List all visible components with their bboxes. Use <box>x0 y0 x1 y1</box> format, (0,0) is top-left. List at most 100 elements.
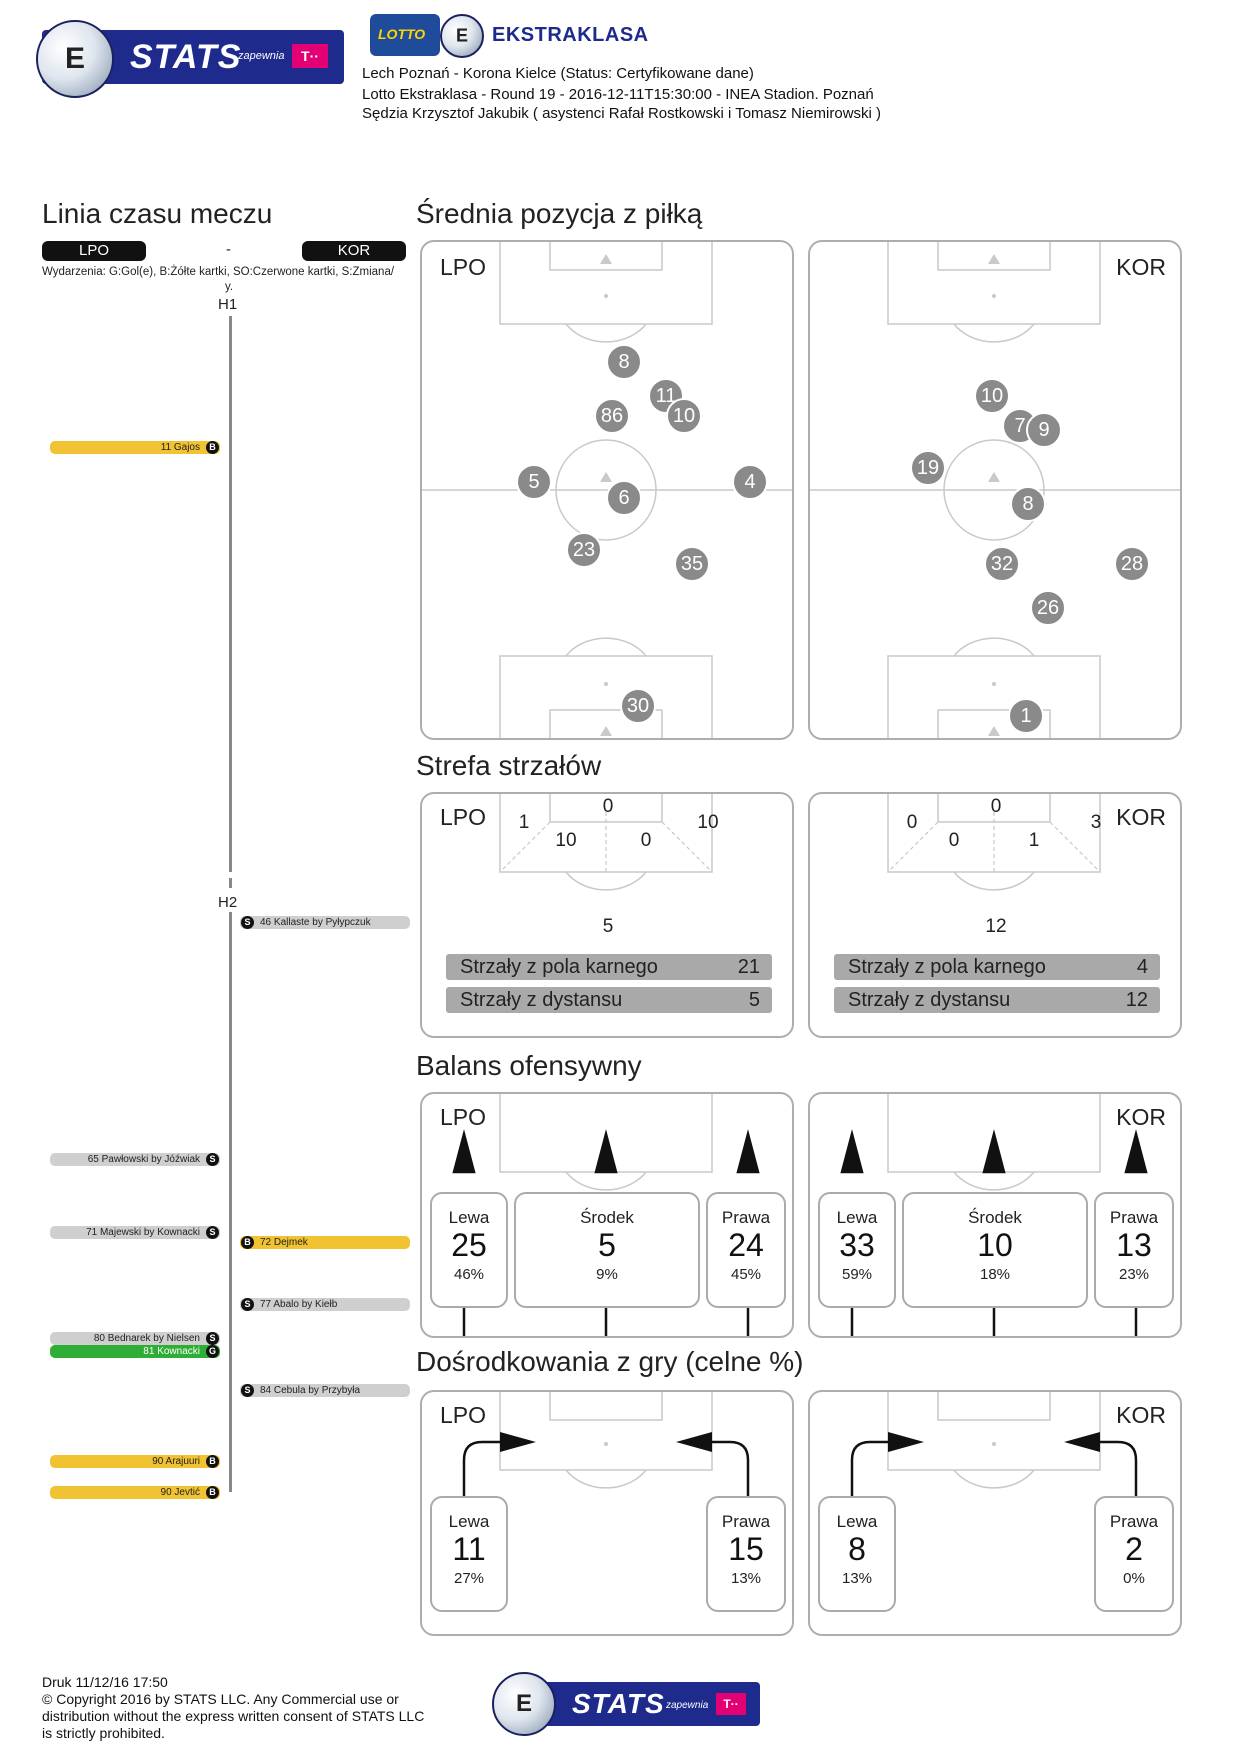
player-marker: 26 <box>1030 590 1066 626</box>
player-marker: 28 <box>1114 546 1150 582</box>
substitution-icon: S <box>241 1298 254 1311</box>
timeline-axis-h1 <box>229 316 232 872</box>
crosses-panel-home: LPO Lewa 11 27% Prawa 15 13% <box>420 1390 794 1636</box>
crosses-title: Dośrodkowania z gry (celne %) <box>416 1346 804 1377</box>
substitution-icon: S <box>241 1384 254 1397</box>
crosses-markings <box>850 1392 1138 1496</box>
cross-left-box: Lewa 8 13% <box>818 1496 896 1612</box>
timeline-legend-cont: y. <box>225 281 234 293</box>
player-marker: 8 <box>606 344 642 380</box>
pitch-team-label: LPO <box>440 1104 487 1130</box>
player-marker: 10 <box>974 378 1010 414</box>
timeline-title: Linia czasu meczu <box>42 198 273 229</box>
half1-label: H1 <box>218 296 238 313</box>
stats-wordmark: STATS <box>572 1688 665 1719</box>
shot-zone-panel-home: LPO 0 1 10 0 10 5 Strzały z pola karnego… <box>420 792 794 1038</box>
attack-right-box: Prawa 24 45% <box>706 1192 786 1308</box>
event-substitution: S 84 Cebula by Przybyła <box>240 1384 410 1397</box>
player-marker: 11 <box>648 378 684 414</box>
avg-position-title: Średnia pozycja z piłką <box>416 198 703 229</box>
attack-left-box: Lewa 25 46% <box>430 1192 508 1308</box>
event-yellow-card: B 72 Dejmek <box>240 1236 410 1249</box>
telekom-logo: T·· <box>716 1693 746 1715</box>
shot-zone-title: Strefa strzałów <box>416 750 602 781</box>
player-marker: 6 <box>606 480 642 516</box>
zone-value: 0 <box>640 830 652 851</box>
substitution-icon: S <box>241 916 254 929</box>
print-date: Druk 11/12/16 17:50 <box>42 1674 168 1690</box>
copyright-line-3: is strictly prohibited. <box>42 1725 165 1741</box>
attack-right-box: Prawa 13 23% <box>1094 1192 1174 1308</box>
timeline-axis-h2 <box>229 912 232 1492</box>
pitch-team-label: LPO <box>440 804 487 830</box>
match-info: Lotto Ekstraklasa - Round 19 - 2016-12-1… <box>362 86 874 103</box>
yellow-card-icon: B <box>206 441 219 454</box>
player-marker: 4 <box>732 464 768 500</box>
crosses-markings <box>462 1392 750 1496</box>
zone-value: 10 <box>697 812 719 833</box>
zone-value: 0 <box>990 796 1002 817</box>
player-marker: 35 <box>674 546 710 582</box>
league-name: EKSTRAKLASA <box>492 24 649 46</box>
zone-value: 5 <box>602 916 614 937</box>
yellow-card-icon: B <box>206 1455 219 1468</box>
attack-left-box: Lewa 33 59% <box>818 1192 896 1308</box>
telekom-logo: T·· <box>292 44 328 68</box>
ekstraklasa-ball-icon: E <box>492 1672 556 1736</box>
half2-label: H2 <box>218 894 238 911</box>
player-marker: 5 <box>516 464 552 500</box>
player-marker: 10 <box>666 398 702 434</box>
zone-value: 10 <box>555 830 577 851</box>
stats-wordmark: STATS <box>130 38 242 76</box>
event-goal: 81 Kownacki G <box>50 1345 220 1358</box>
pitch-markings <box>422 242 792 738</box>
timeline-home-pill: LPO <box>42 241 146 261</box>
attack-center-box: Środek 10 18% <box>902 1192 1088 1308</box>
player-marker: 30 <box>620 688 656 724</box>
stats-logo-footer: STATS zapewnia T·· <box>526 1682 760 1726</box>
referee-info: Sędzia Krzysztof Jakubik ( asystenci Raf… <box>362 105 882 122</box>
ekstraklasa-ball-icon: E <box>36 20 114 98</box>
goal-icon: G <box>206 1345 219 1358</box>
shot-zone-markings <box>887 794 1101 891</box>
event-substitution: S 46 Kallaste by Pyłypczuk <box>240 916 410 929</box>
player-marker: 32 <box>984 546 1020 582</box>
attack-balance-title: Balans ofensywny <box>416 1050 642 1081</box>
yellow-card-icon: B <box>206 1486 219 1499</box>
zone-value: 3 <box>1090 812 1102 833</box>
timeline-away-pill: KOR <box>302 241 406 261</box>
copyright-line-2: distribution without the express written… <box>42 1708 425 1724</box>
substitution-icon: S <box>206 1226 219 1239</box>
pitch-team-label: KOR <box>1116 254 1166 280</box>
zone-value: 1 <box>518 812 530 833</box>
pitch-team-label: LPO <box>440 1402 487 1428</box>
crosses-panel-away: KOR Lewa 8 13% Prawa 2 0% <box>808 1390 1182 1636</box>
zone-value: 0 <box>948 830 960 851</box>
substitution-icon: S <box>206 1153 219 1166</box>
pitch-team-label: KOR <box>1116 804 1166 830</box>
shot-zone-markings <box>499 794 713 891</box>
yellow-card-icon: B <box>241 1236 254 1249</box>
event-yellow-card: 11 Gajos B <box>50 441 220 454</box>
pitch-team-label: KOR <box>1116 1402 1166 1428</box>
timeline-legend: Wydarzenia: G:Gol(e), B:Żółte kartki, SO… <box>42 266 395 278</box>
avg-position-pitch-home: LPO 8 11 10 86 5 4 6 23 35 30 <box>420 240 794 740</box>
player-marker: 23 <box>566 532 602 568</box>
event-substitution: 71 Majewski by Kownacki S <box>50 1226 220 1239</box>
event-substitution: 65 Pawłowski by Jóźwiak S <box>50 1153 220 1166</box>
lotto-logo: LOTTO <box>370 14 440 56</box>
player-marker: 19 <box>910 450 946 486</box>
attack-center-box: Środek 5 9% <box>514 1192 700 1308</box>
attack-balance-panel-home: LPO Lewa 25 46% Środek 5 9% Prawa 24 45% <box>420 1092 794 1338</box>
cross-left-box: Lewa 11 27% <box>430 1496 508 1612</box>
zone-value: 0 <box>906 812 918 833</box>
event-substitution: S 77 Abalo by Kiełb <box>240 1298 410 1311</box>
league-ball-icon: E <box>440 14 484 58</box>
attack-balance-panel-away: KOR Lewa 33 59% Środek 10 18% Prawa 13 2… <box>808 1092 1182 1338</box>
substitution-icon: S <box>206 1332 219 1345</box>
event-yellow-card: 90 Jevtić B <box>50 1486 220 1499</box>
zone-value: 1 <box>1028 830 1040 851</box>
copyright-line-1: © Copyright 2016 by STATS LLC. Any Comme… <box>42 1691 399 1707</box>
